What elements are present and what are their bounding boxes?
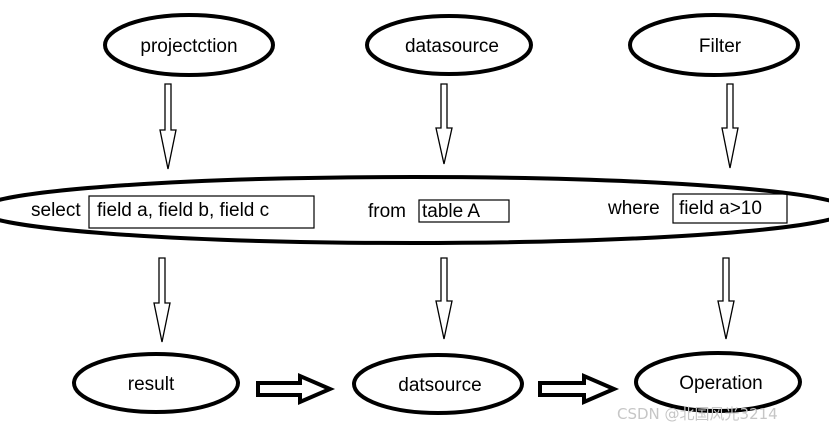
arrow-filter-down-icon: [721, 83, 739, 169]
node-filter-label: Filter: [699, 36, 742, 57]
watermark: CSDN @北国风光3214: [617, 405, 778, 423]
where-keyword: where: [607, 198, 660, 219]
select-keyword: select: [31, 200, 81, 221]
select-fields-box: [88, 195, 315, 229]
node-result: result: [72, 352, 240, 414]
arrow-datasource-down-icon: [435, 83, 453, 165]
arrow-result-to-datsource-icon: [256, 372, 336, 406]
arrow-result-down-icon: [153, 257, 171, 343]
from-keyword: from: [368, 201, 406, 222]
node-result-label: result: [128, 374, 175, 395]
node-projection: projectction: [103, 13, 275, 77]
select-fields: field a, field b, field c: [97, 200, 269, 221]
from-table: table A: [422, 201, 480, 222]
sql-query: select field a, field b, field c from ta…: [0, 175, 829, 245]
arrow-datsource-down-icon: [435, 257, 453, 340]
from-table-box: [418, 199, 510, 223]
node-datsource-label: datsource: [398, 375, 481, 396]
where-condition-box: [672, 193, 788, 224]
node-operation-label: Operation: [679, 373, 762, 394]
arrow-projection-down-icon: [159, 83, 177, 170]
where-condition: field a>10: [679, 198, 762, 219]
arrow-operation-down-icon: [717, 257, 735, 340]
node-datasource: datasource: [365, 14, 533, 76]
arrow-datsource-to-operation-icon: [538, 372, 620, 406]
node-projection-label: projectction: [140, 36, 237, 57]
node-filter: Filter: [628, 13, 800, 77]
node-operation: Operation: [634, 351, 802, 413]
node-datasource-label: datasource: [405, 36, 499, 57]
node-datsource: datsource: [352, 353, 524, 415]
